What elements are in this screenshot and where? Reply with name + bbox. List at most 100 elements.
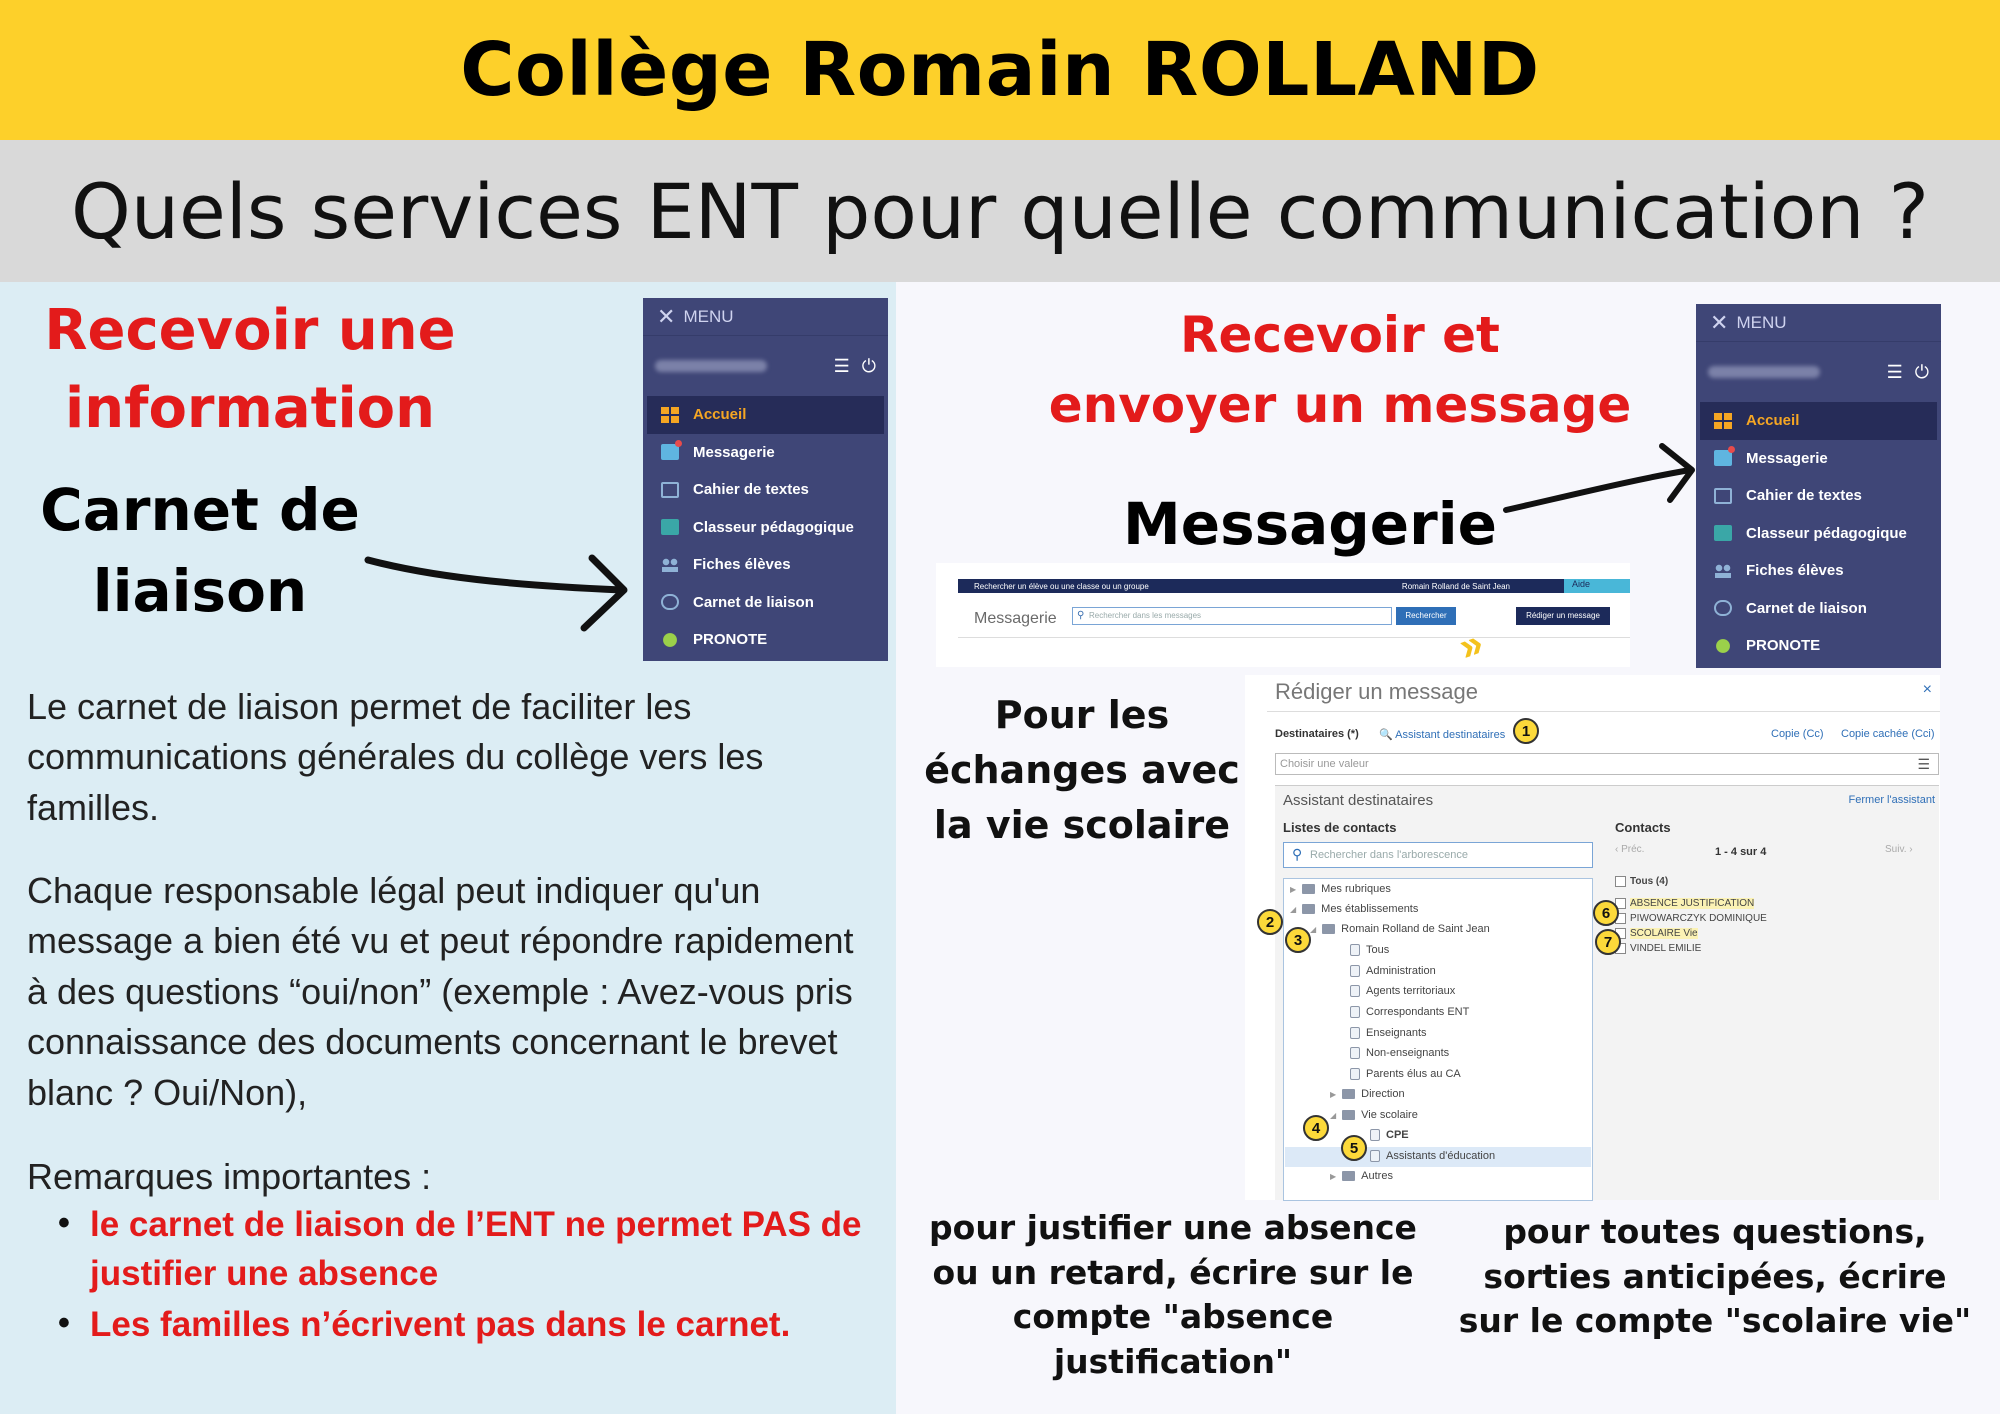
message-search-input[interactable]: Rechercher dans les messages <box>1072 607 1392 625</box>
double-chevron-icon: » <box>1452 620 1489 670</box>
tree-node[interactable]: Non-enseignants <box>1350 1047 1449 1059</box>
messagerie-label: Messagerie <box>974 610 1057 627</box>
tree-node-label: Non-enseignants <box>1366 1047 1450 1059</box>
tree-node-label: Agents territoriaux <box>1366 985 1456 997</box>
contact-checkbox[interactable]: SCOLAIRE Vie <box>1615 928 1698 939</box>
pronote-icon <box>1714 637 1732 654</box>
tree-node-label: Direction <box>1361 1088 1405 1100</box>
menu-item-classeur[interactable]: Classeur pédagogique <box>1696 515 1941 553</box>
menu-item-label: Carnet de liaison <box>1746 599 1867 617</box>
tree-node[interactable]: Parents élus au CA <box>1350 1068 1461 1080</box>
menu-item-label: Carnet de liaison <box>693 593 814 611</box>
help-button[interactable]: Aide <box>1564 579 1630 593</box>
menu-item-fiches[interactable]: Fiches élèves <box>643 546 888 584</box>
tree-node[interactable]: ◢Romain Rolland de Saint Jean <box>1310 923 1490 935</box>
step-badge: 2 <box>1257 909 1283 935</box>
menu-item-accueil[interactable]: Accueil <box>647 396 884 434</box>
service-carnet-line2: liaison <box>92 557 308 626</box>
global-search[interactable]: Rechercher un élève ou une classe ou un … <box>974 581 1149 591</box>
search-button[interactable]: Rechercher <box>1396 607 1456 625</box>
remark-item: Les familles n’écrivent pas dans le carn… <box>58 1300 888 1349</box>
contact-checkbox-all[interactable]: Tous (4) <box>1615 876 1668 887</box>
menu-item-pronote[interactable]: PRONOTE <box>1696 627 1941 665</box>
purpose-vie-scolaire: Pour les échanges avec la vie scolaire <box>922 688 1242 853</box>
contact-checkbox[interactable]: ABSENCE JUSTIFICATION <box>1615 898 1755 909</box>
tree-node[interactable]: Enseignants <box>1350 1027 1427 1039</box>
menu-item-carnet[interactable]: Carnet de liaison <box>1696 590 1941 628</box>
menu-item-accueil[interactable]: Accueil <box>1700 402 1937 440</box>
menu-item-pronote[interactable]: PRONOTE <box>643 621 888 659</box>
menu-item-messagerie[interactable]: Messagerie <box>643 434 888 472</box>
compose-title: Rédiger un message <box>1275 679 1479 704</box>
tree-node[interactable]: Assistants d'éducation <box>1370 1150 1495 1162</box>
remarks-title: Remarques importantes : <box>27 1156 432 1197</box>
tree-node[interactable]: Tous <box>1350 944 1389 956</box>
tree-node[interactable]: Administration <box>1350 965 1436 977</box>
close-icon[interactable]: × <box>1922 681 1932 698</box>
compose-message-window: Rédiger un message × Destinataires (*) 🔍… <box>1245 675 1940 1201</box>
close-icon[interactable]: ✕ <box>657 303 676 329</box>
power-icon[interactable]: ⏻ <box>861 355 876 376</box>
arrow-to-carnet <box>364 554 628 632</box>
menu-item-fiches[interactable]: Fiches élèves <box>1696 552 1941 590</box>
tree-node[interactable]: ▶Mes rubriques <box>1290 883 1391 895</box>
close-assistant-link[interactable]: Fermer l'assistant <box>1848 794 1935 806</box>
recipients-input[interactable]: Choisir une valeur☰ <box>1275 753 1939 775</box>
menu-item-messagerie[interactable]: Messagerie <box>1696 440 1941 478</box>
next-label: Suiv. <box>1885 844 1907 855</box>
settings-icon[interactable]: ☰ <box>1886 361 1903 382</box>
contact-label: VINDEL EMILIE <box>1630 943 1702 954</box>
menu-item-classeur[interactable]: Classeur pédagogique <box>643 509 888 547</box>
tree-node-cpe[interactable]: CPE <box>1370 1129 1409 1141</box>
assistant-link[interactable]: 🔍 Assistant destinataires <box>1379 729 1506 741</box>
menu-item-label: Messagerie <box>1746 449 1828 467</box>
cc-link[interactable]: Copie (Cc) <box>1771 728 1824 740</box>
people-icon <box>661 556 679 573</box>
menu-header[interactable]: ✕MENU <box>1696 304 1941 342</box>
menu-item-cahier[interactable]: Cahier de textes <box>643 471 888 509</box>
prev-page-button[interactable]: ‹ Préc. <box>1615 844 1645 855</box>
tree-search-input[interactable]: Rechercher dans l'arborescence <box>1283 842 1593 868</box>
settings-icon[interactable]: ☰ <box>833 355 850 376</box>
contact-lists-label: Listes de contacts <box>1283 820 1397 835</box>
menu-header[interactable]: ✕MENU <box>643 298 888 336</box>
step-badge: 4 <box>1303 1115 1329 1141</box>
tree-node[interactable]: Agents territoriaux <box>1350 985 1455 997</box>
contact-label: ABSENCE JUSTIFICATION <box>1630 898 1755 909</box>
prev-label: Préc. <box>1621 844 1645 855</box>
menu-item-label: Messagerie <box>693 443 775 461</box>
contact-tree: ▶Mes rubriques ◢Mes établissements ◢Roma… <box>1283 878 1593 1201</box>
tree-node[interactable]: Correspondants ENT <box>1350 1006 1469 1018</box>
tree-node-label: Mes établissements <box>1321 903 1419 915</box>
write-message-button[interactable]: Rédiger un message <box>1516 607 1610 625</box>
people-icon <box>1714 562 1732 579</box>
menu-item-carnet[interactable]: Carnet de liaison <box>643 584 888 622</box>
ent-top-strip: Rechercher un élève ou une classe ou un … <box>958 579 1630 593</box>
menu-item-cahier[interactable]: Cahier de textes <box>1696 477 1941 515</box>
service-messagerie: Messagerie <box>1123 490 1497 558</box>
contact-checkbox[interactable]: VINDEL EMILIE <box>1615 943 1701 954</box>
tree-node[interactable]: ▶Autres <box>1330 1170 1393 1182</box>
contact-checkbox[interactable]: PIWOWARCZYK DOMINIQUE <box>1615 913 1767 924</box>
step-badge: 7 <box>1595 929 1621 955</box>
page-title: Collège Romain ROLLAND <box>460 27 1540 113</box>
book-icon <box>661 481 679 498</box>
power-icon[interactable]: ⏻ <box>1914 361 1929 382</box>
caption-absence: pour justifier une absence ou un retard,… <box>929 1208 1417 1381</box>
bcc-link[interactable]: Copie cachée (Cci) <box>1841 728 1935 740</box>
title-banner: Collège Romain ROLLAND <box>0 0 2000 140</box>
next-page-button[interactable]: Suiv. › <box>1885 844 1913 855</box>
pronote-icon <box>661 631 679 648</box>
tree-node[interactable]: ▶Direction <box>1330 1088 1405 1100</box>
messagerie-toolbar: Rechercher un élève ou une classe ou un … <box>936 563 1630 670</box>
remark-item: le carnet de liaison de l’ENT ne permet … <box>58 1200 888 1298</box>
menu-icon[interactable]: ☰ <box>1917 756 1930 772</box>
user-name-blurred <box>655 360 767 372</box>
close-icon[interactable]: ✕ <box>1710 309 1729 335</box>
tree-node[interactable]: ◢Mes établissements <box>1290 903 1419 915</box>
etablissement-selector[interactable]: Romain Rolland de Saint Jean <box>1401 581 1510 591</box>
tree-node[interactable]: ◢Vie scolaire <box>1330 1109 1418 1121</box>
purpose-line2: échanges avec <box>924 748 1240 793</box>
purpose-line3: la vie scolaire <box>933 803 1231 848</box>
step-badge: 5 <box>1341 1135 1367 1161</box>
